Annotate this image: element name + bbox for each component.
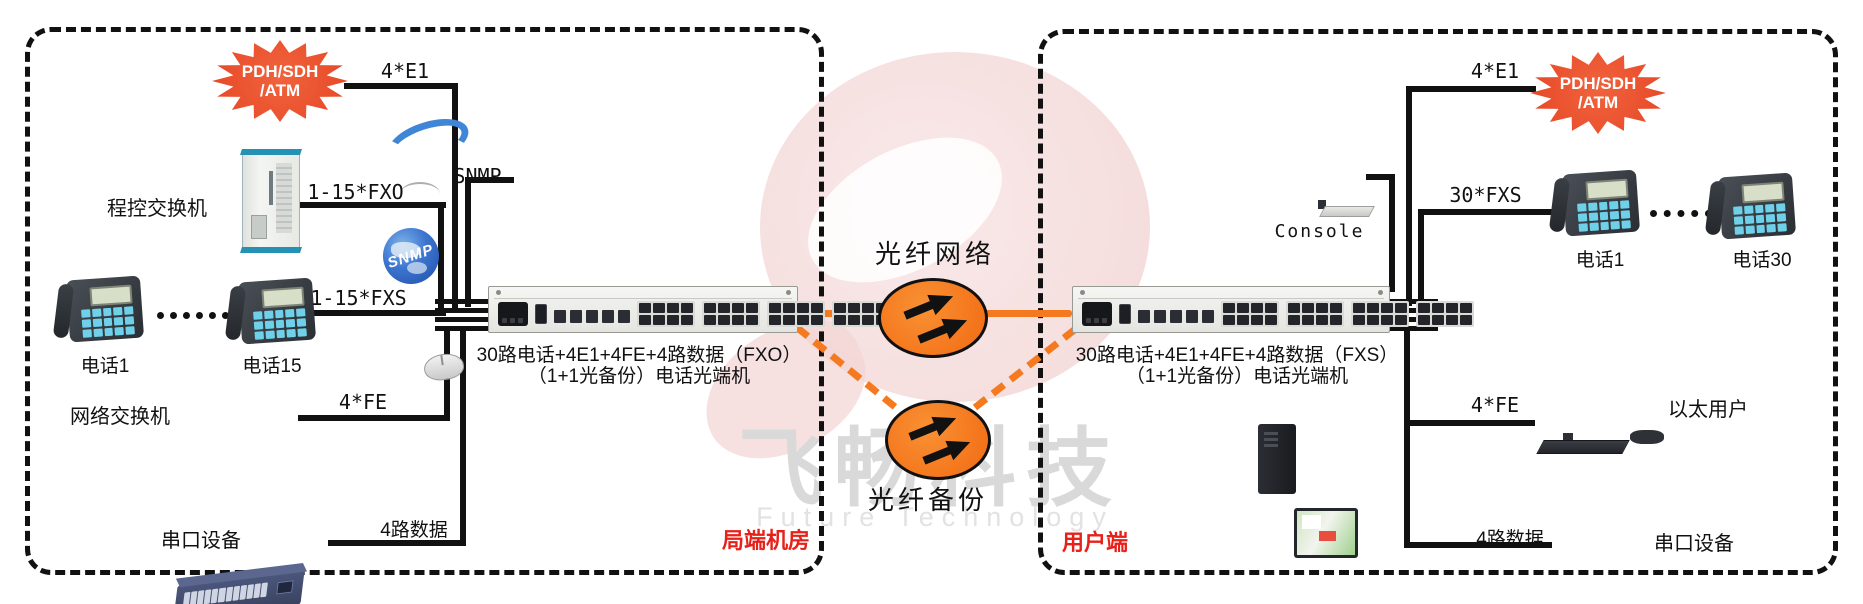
console-monitor-icon (1294, 508, 1358, 558)
right-e1-link-label: 4*E1 (1470, 59, 1520, 83)
watermark-subtitle: Future Technology (756, 502, 1114, 532)
left-phone-1-label: 电话1 (80, 356, 130, 377)
starburst-text-line1: PDH/SDH (241, 62, 319, 81)
right-phones-ellipsis (1650, 210, 1712, 217)
left-fe-line-h (298, 415, 450, 421)
left-e1-line-h (344, 83, 458, 89)
fiber-network-label: 光纤网络 (874, 239, 995, 269)
console-keyboard-icon (1319, 206, 1375, 217)
pbx-label: 程控交换机 (107, 198, 207, 220)
left-rack-bundle-1 (435, 299, 493, 304)
central-office-zone-label: 局端机房 (722, 528, 811, 553)
left-serial-line-h (328, 540, 466, 546)
left-rack-bundle-2 (435, 308, 493, 313)
rj45-port-cluster (702, 301, 760, 327)
right-serial-line-h (1404, 542, 1552, 548)
right-fe-serial-line-v (1404, 327, 1410, 548)
uplink-ports (554, 305, 630, 323)
rj45-port-cluster (1416, 301, 1474, 327)
right-fxs-line-v (1418, 209, 1424, 310)
ethernet-switch-label: 网络交换机 (70, 406, 170, 428)
fiber-network-node (878, 278, 988, 358)
power-inlet (1082, 302, 1112, 326)
user-side-zone-label: 用户端 (1062, 530, 1129, 555)
left-e1-line-v (452, 83, 458, 308)
left-rack-bundle-3 (435, 317, 493, 322)
right-pdh-sdh-atm-starburst: PDH/SDH /ATM (1530, 52, 1666, 134)
fiber-backup-label: 光纤备份 (867, 485, 988, 515)
left-fxo-link-label: 1-15*FXO (307, 180, 404, 204)
left-phones-ellipsis (157, 312, 229, 319)
console-tower-icon (1258, 424, 1296, 494)
ethernet-user-keyboard-icon (1536, 440, 1630, 454)
ethernet-user-label: 以太用户 (1668, 399, 1748, 421)
right-rack-bundle-1 (1382, 299, 1438, 304)
right-rack-bundle-2 (1382, 308, 1438, 313)
left-snmp-line-v (465, 177, 471, 307)
left-pdh-sdh-atm-starburst: PDH/SDH /ATM (212, 40, 348, 122)
right-mux-rack (1072, 286, 1474, 333)
rj45-port-cluster (767, 301, 825, 327)
right-console-line-v (1389, 174, 1395, 292)
console-label: Console (1274, 221, 1365, 242)
right-rack-label-line1: 30路电话+4E1+4FE+4路数据（FXS） (1075, 345, 1399, 366)
right-data-link-label: 4路数据 (1476, 529, 1544, 550)
left-serial-line-v (460, 327, 466, 546)
rj45-port-cluster (1351, 301, 1409, 327)
left-mux-rack (488, 286, 890, 333)
rj45-port-cluster (1221, 301, 1279, 327)
mouse-pad-icon (1630, 430, 1664, 444)
right-e1-line-h (1406, 86, 1536, 92)
right-console-line-h (1366, 174, 1395, 180)
right-rack-bundle-3 (1382, 317, 1438, 322)
left-phone-1-icon (52, 274, 148, 352)
rj45-port-cluster (637, 301, 695, 327)
right-phone-30-icon (1704, 171, 1800, 249)
right-serial-label: 串口设备 (1654, 533, 1734, 555)
left-phone-15-label: 电话15 (242, 356, 302, 377)
starburst-text-line1: PDH/SDH (1559, 74, 1637, 93)
mouse-cable (400, 182, 440, 206)
right-fe-link-label: 4*FE (1470, 393, 1520, 417)
pbx-cabinet-icon (242, 152, 300, 250)
power-inlet (498, 302, 528, 326)
snmp-label: SNMP (453, 164, 502, 188)
left-fxo-line-h (296, 202, 446, 208)
right-fxs-link-label: 30*FXS (1449, 183, 1522, 207)
right-rack-label-line2: （1+1光备份）电话光端机 (1125, 366, 1349, 387)
right-phone-30-label: 电话30 (1732, 250, 1792, 271)
user-side-zone-box (1038, 29, 1838, 575)
left-rack-label-line2: （1+1光备份）电话光端机 (527, 366, 751, 387)
right-phone-1-icon (1548, 168, 1644, 246)
right-rack-bundle-4 (1382, 326, 1438, 331)
left-fe-link-label: 4*FE (338, 390, 388, 414)
rj45-port-cluster (1286, 301, 1344, 327)
left-fxs-line-h (310, 310, 446, 316)
left-fxs-link-label: 1-15*FXS (310, 286, 407, 310)
uplink-ports (1138, 305, 1214, 323)
right-fxs-line-h (1418, 209, 1559, 215)
left-e1-link-label: 4*E1 (380, 59, 430, 83)
left-rack-label-line1: 30路电话+4E1+4FE+4路数据（FXO） (476, 345, 802, 366)
power-switch (535, 304, 547, 324)
right-phone-1-label: 电话1 (1575, 250, 1625, 271)
fiber-backup-node (885, 400, 991, 480)
power-switch (1119, 304, 1131, 324)
fiber-arrow-icon (919, 431, 975, 473)
right-e1-line-v (1406, 86, 1412, 306)
left-snmp-line-h (468, 177, 514, 183)
starburst-text-line2: /ATM (259, 81, 301, 100)
left-fxo-line-v (438, 202, 444, 312)
starburst-text-line2: /ATM (1577, 93, 1619, 112)
left-serial-label: 串口设备 (161, 530, 241, 552)
left-rack-bundle-4 (435, 326, 493, 331)
left-data-link-label: 4路数据 (380, 520, 448, 541)
right-fe-line-h (1404, 420, 1535, 426)
fiber-arrow-icon (914, 308, 972, 352)
snmp-globe-icon: SNMP (383, 228, 439, 284)
